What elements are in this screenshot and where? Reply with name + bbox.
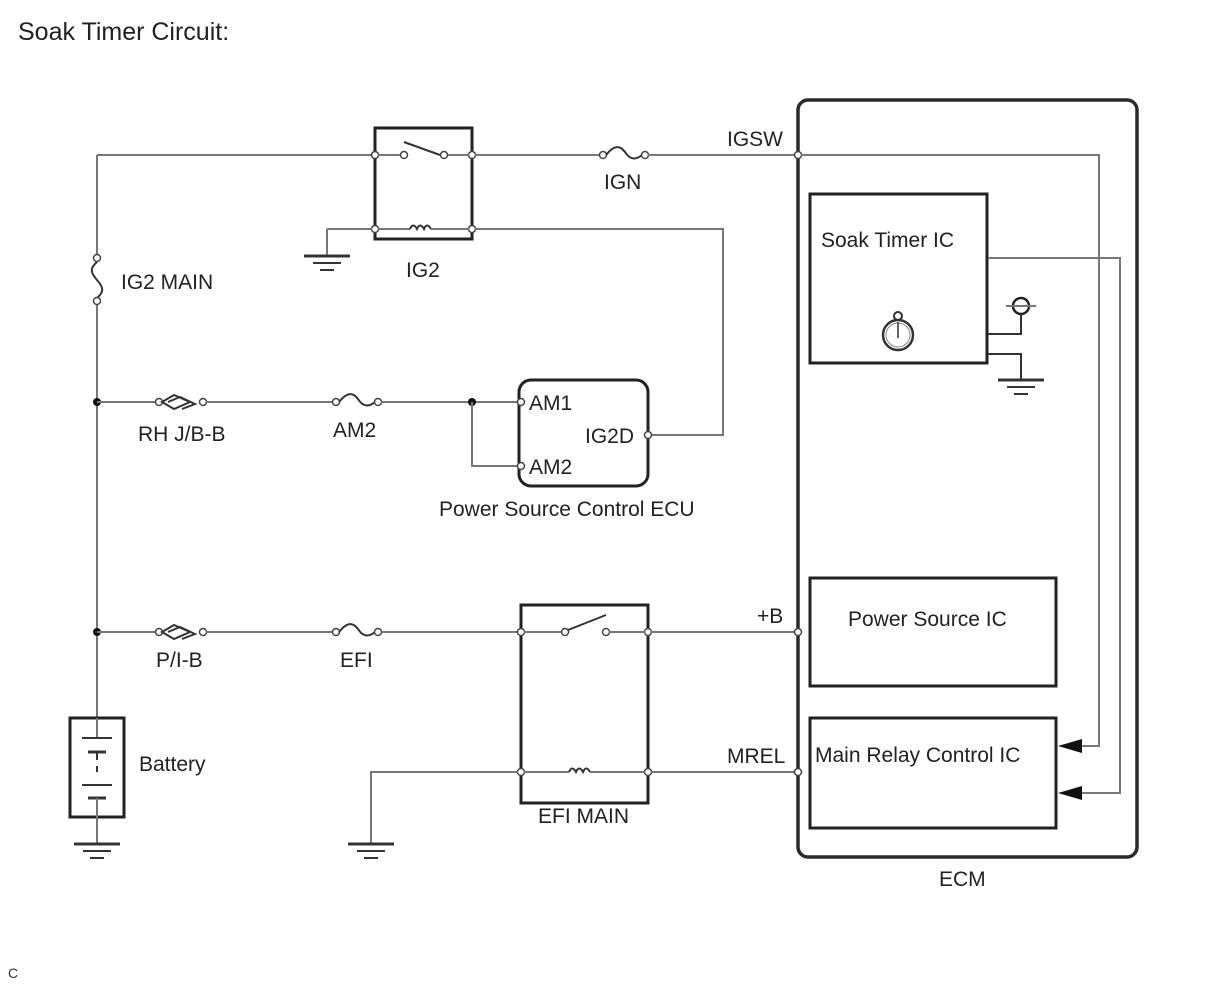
power-source-control-ecu: AM1 AM2 IG2D Power Source Control ECU [439, 378, 695, 521]
rh-jb-b-label: RH J/B-B [138, 423, 226, 446]
ground-icon [304, 254, 350, 271]
pi-b-label: P/I-B [156, 649, 203, 672]
efi-main-ground [348, 771, 518, 859]
power-source-ic: Power Source IC [808, 576, 1058, 688]
ig2-relay-label: IG2 [406, 259, 440, 282]
ign-label: IGN [604, 171, 641, 194]
plus-b-terminal [793, 627, 803, 637]
battery-icon [82, 737, 112, 800]
efi-row: P/I-B EFI [93, 623, 518, 672]
plus-b-label: +B [757, 605, 783, 628]
pi-b-fusible-link [154, 623, 208, 641]
diagram-title: Soak Timer Circuit: [18, 18, 229, 46]
signal-arrow-icon [1058, 786, 1082, 800]
relay-coil-icon [409, 224, 432, 232]
soak-timer-ic-label: Soak Timer IC [821, 229, 954, 252]
igsw-label: IGSW [727, 128, 783, 151]
efi-fuse-label: EFI [340, 649, 373, 672]
relay-switch-icon [567, 614, 607, 631]
mrel-terminal [793, 767, 803, 777]
ig2d-line [475, 228, 724, 436]
ecu-am1-label: AM1 [529, 392, 572, 415]
ground-icon [998, 378, 1044, 395]
soak-timer-ground [988, 353, 1044, 395]
efi-main-relay: EFI MAIN [516, 603, 653, 828]
ign-line: IGN IGSW [475, 128, 795, 194]
igsw-terminal [793, 150, 803, 160]
ecu-ig2d-label: IG2D [585, 425, 634, 448]
ig2-main-label: IG2 MAIN [121, 271, 213, 294]
main-relay-control-ic: Main Relay Control IC [808, 716, 1058, 830]
ig2-ground [304, 228, 372, 271]
relay-coil-icon [568, 767, 591, 775]
igsw-internal-wire [801, 154, 1100, 747]
soak-timer-ic: Soak Timer IC [808, 192, 989, 365]
power-supply-icon [988, 296, 1036, 335]
am2-fuse [331, 393, 383, 407]
ig2-main-fuse: IG2 MAIN [90, 253, 213, 306]
battery: Battery [68, 716, 206, 859]
ign-fuse [598, 146, 650, 160]
mrel-label: MREL [727, 745, 785, 768]
power-source-control-ecu-label: Power Source Control ECU [439, 498, 695, 521]
ecm-label: ECM [939, 868, 986, 891]
power-source-ic-label: Power Source IC [848, 608, 1007, 631]
efi-fuse [331, 623, 383, 637]
main-relay-control-ic-label: Main Relay Control IC [815, 744, 1020, 767]
signal-arrow-icon [1058, 739, 1082, 753]
relay-switch-icon [403, 141, 441, 156]
am2-row: RH J/B-B AM2 [93, 393, 519, 467]
am2-fuse-label: AM2 [333, 419, 376, 442]
ecu-am2-label: AM2 [529, 456, 572, 479]
rh-jb-b-fusible-link [154, 393, 208, 411]
efi-main-label: EFI MAIN [538, 805, 629, 828]
soak-timer-output-wire [988, 257, 1121, 794]
ecm: ECM Soak Timer IC [793, 98, 1139, 891]
stopwatch-icon [881, 311, 915, 352]
left-bus-wire [96, 154, 375, 720]
battery-label: Battery [139, 753, 206, 776]
ig2-relay: IG2 [370, 126, 477, 282]
ground-icon [348, 842, 394, 859]
footer-mark: C [8, 965, 18, 981]
ground-icon [74, 842, 120, 859]
